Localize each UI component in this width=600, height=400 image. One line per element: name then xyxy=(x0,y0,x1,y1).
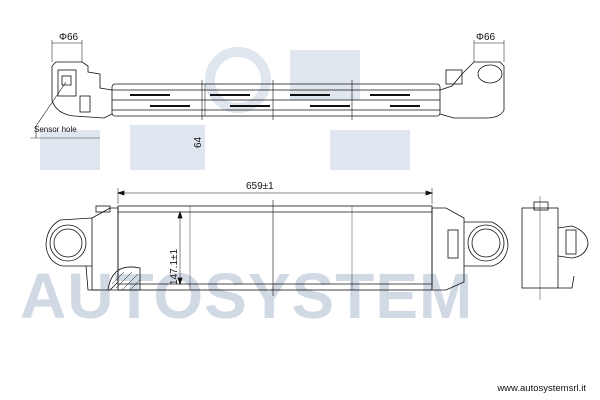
side-foot xyxy=(558,275,575,289)
left-inlet-diameter-label: Φ66 xyxy=(59,32,79,43)
top-height-label: 64 xyxy=(193,136,204,148)
watermark-gear xyxy=(205,47,271,113)
left-pipe-upper xyxy=(51,61,113,91)
overall-length-label: 659±1 xyxy=(246,181,274,192)
right-tank-rib xyxy=(447,229,459,259)
left-inlet-inner xyxy=(53,228,83,258)
right-tank xyxy=(431,207,465,291)
right-inlet-outer xyxy=(467,224,505,262)
right-pipe xyxy=(439,61,505,119)
sensor-hole-callout xyxy=(30,81,100,139)
right-inlet-diameter-label: Φ66 xyxy=(476,32,496,43)
length-arrows xyxy=(116,190,434,196)
left-inlet-outer xyxy=(49,224,87,262)
sensor-hole-mark xyxy=(61,75,72,86)
left-bracket xyxy=(79,95,91,113)
core-height-arrows xyxy=(177,210,183,286)
side-top-tab xyxy=(533,201,549,211)
left-inlet-body xyxy=(45,217,93,267)
right-inlet-inner xyxy=(471,228,501,258)
right-pipe-clamp xyxy=(445,69,463,85)
left-mount-bracket xyxy=(107,266,141,291)
left-tank-top-tab xyxy=(95,205,111,213)
watermark-block-2 xyxy=(130,125,205,170)
left-pipe-lower xyxy=(51,66,113,119)
sensor-leader-line xyxy=(35,81,67,127)
core-height-label: 147.1±1 xyxy=(169,248,180,285)
side-inlet-pipe xyxy=(557,225,589,259)
bracket-hatching xyxy=(111,271,141,291)
side-view xyxy=(521,196,589,300)
website-url[interactable]: www.autosystemsrl.it xyxy=(497,383,586,394)
watermark: AUTOSYSTEM xyxy=(20,47,473,332)
top-view xyxy=(51,40,505,120)
side-inlet-clamp xyxy=(565,229,577,255)
watermark-text: AUTOSYSTEM xyxy=(20,260,473,332)
right-pipe-opening xyxy=(477,64,503,84)
right-inlet-body xyxy=(464,221,509,267)
watermark-block-1 xyxy=(40,130,100,170)
left-tank-foot xyxy=(85,265,100,291)
left-sensor-block xyxy=(57,69,77,97)
sensor-hole-label: Sensor hole xyxy=(34,125,77,134)
watermark-block-3 xyxy=(290,50,360,100)
watermark-block-4 xyxy=(330,130,410,170)
front-view xyxy=(45,188,509,296)
